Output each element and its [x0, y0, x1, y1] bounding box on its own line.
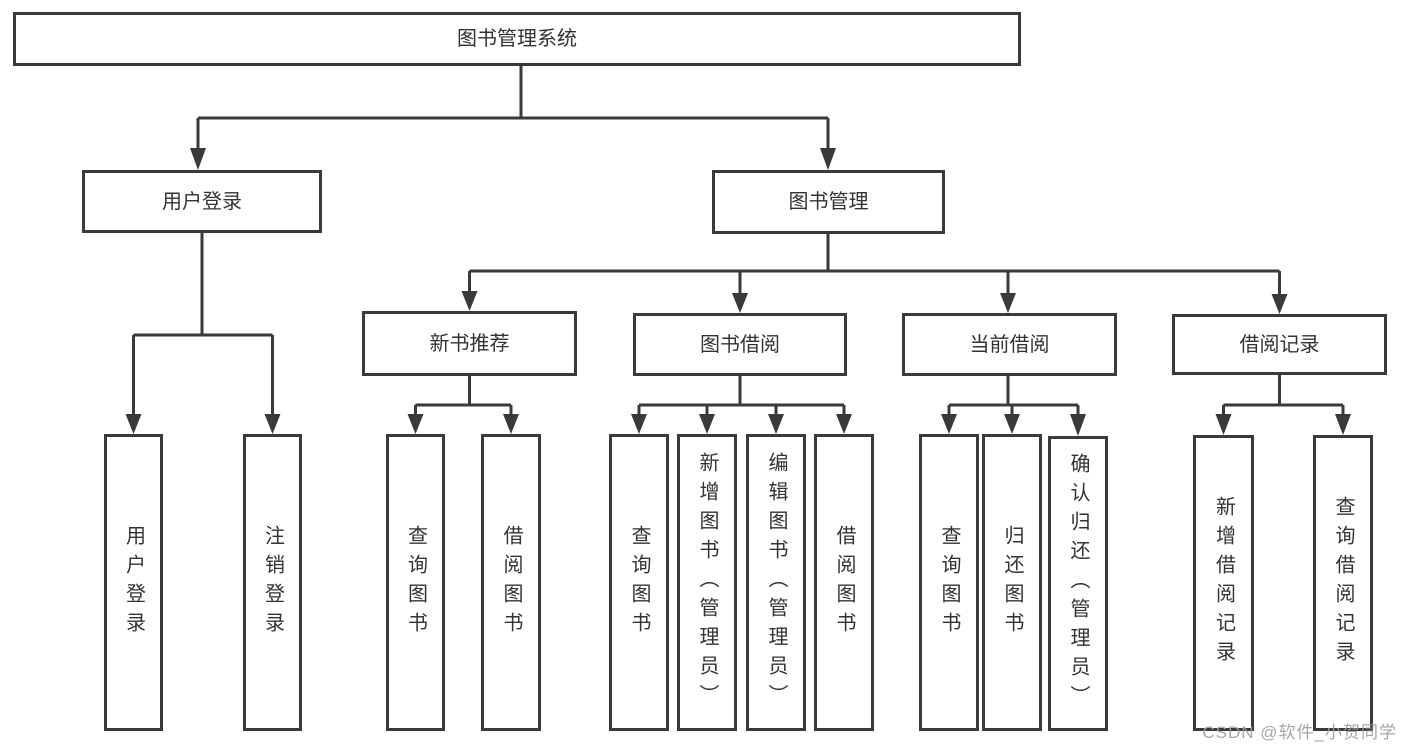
- node-current-borrow: 当前借阅: [902, 313, 1117, 376]
- leaf-current-return-books: 归还图书: [982, 434, 1042, 731]
- leaf-records-add-record: 新增借阅记录: [1193, 435, 1254, 731]
- leaf-logout-label: 注销登录: [261, 524, 284, 641]
- leaf-borrow-query-books: 查询图书: [609, 434, 669, 731]
- leaf-current-query-books: 查询图书: [919, 434, 979, 731]
- leaf-borrow-borrow-books: 借阅图书: [814, 434, 874, 731]
- node-book-mgmt: 图书管理: [712, 170, 945, 234]
- node-user-login-label: 用户登录: [162, 190, 242, 213]
- leaf-user-login-label: 用户登录: [122, 524, 145, 641]
- connector-current-borrow-to-leaves: [947, 376, 1080, 420]
- leaf-logout: 注销登录: [243, 434, 302, 731]
- leaf-records-add-record-label: 新增借阅记录: [1212, 496, 1235, 670]
- connector-user-login-to-leaves: [132, 233, 274, 418]
- node-borrow-records-label: 借阅记录: [1239, 333, 1320, 356]
- connector-new-book-rec-to-leaves: [414, 376, 513, 420]
- leaf-records-query-record-label: 查询借阅记录: [1332, 496, 1354, 670]
- node-current-borrow-label: 当前借阅: [969, 333, 1050, 356]
- connector-book-mgmt-to-level3: [468, 234, 1281, 298]
- node-book-mgmt-label: 图书管理: [788, 191, 869, 213]
- leaf-borrow-edit-books-admin: 编辑图书（管理员）: [746, 434, 806, 731]
- arrowheads: [125, 148, 1351, 436]
- leaf-current-confirm-return-admin: 确认归还（管理员）: [1048, 436, 1108, 731]
- node-borrow-records: 借阅记录: [1172, 314, 1387, 375]
- node-user-login: 用户登录: [82, 170, 322, 233]
- connector-borrow-records-to-leaves: [1222, 375, 1345, 420]
- leaf-current-confirm-return-admin-label: 确认归还（管理员）: [1067, 453, 1089, 714]
- leaf-newrec-borrow-books-label: 借阅图书: [500, 524, 522, 641]
- leaf-borrow-add-books-admin: 新增图书（管理员）: [677, 434, 737, 731]
- leaf-current-query-books-label: 查询图书: [938, 524, 960, 641]
- node-new-book-rec: 新书推荐: [362, 311, 577, 376]
- leaf-user-login: 用户登录: [104, 434, 163, 731]
- leaf-borrow-add-books-admin-label: 新增图书（管理员）: [696, 452, 718, 713]
- leaf-newrec-query-books-label: 查询图书: [404, 524, 427, 641]
- node-root: 图书管理系统: [13, 12, 1021, 66]
- leaf-borrow-edit-books-admin-label: 编辑图书（管理员）: [765, 452, 787, 713]
- connector-book-borrow-to-leaves: [637, 376, 846, 420]
- node-root-label: 图书管理系统: [457, 28, 577, 50]
- csdn-watermark: CSDN @软件_小贺同学: [1202, 723, 1397, 742]
- leaf-current-return-books-label: 归还图书: [1001, 524, 1023, 641]
- node-book-borrow-label: 图书借阅: [700, 333, 780, 356]
- leaf-borrow-borrow-books-label: 借阅图书: [833, 524, 855, 641]
- node-book-borrow: 图书借阅: [633, 313, 847, 376]
- leaf-newrec-borrow-books: 借阅图书: [481, 434, 541, 731]
- connector-root-to-level2: [196, 66, 830, 150]
- leaf-records-query-record: 查询借阅记录: [1313, 435, 1373, 731]
- leaf-newrec-query-books: 查询图书: [386, 434, 445, 731]
- leaf-borrow-query-books-label: 查询图书: [628, 524, 650, 641]
- node-new-book-rec-label: 新书推荐: [429, 332, 510, 355]
